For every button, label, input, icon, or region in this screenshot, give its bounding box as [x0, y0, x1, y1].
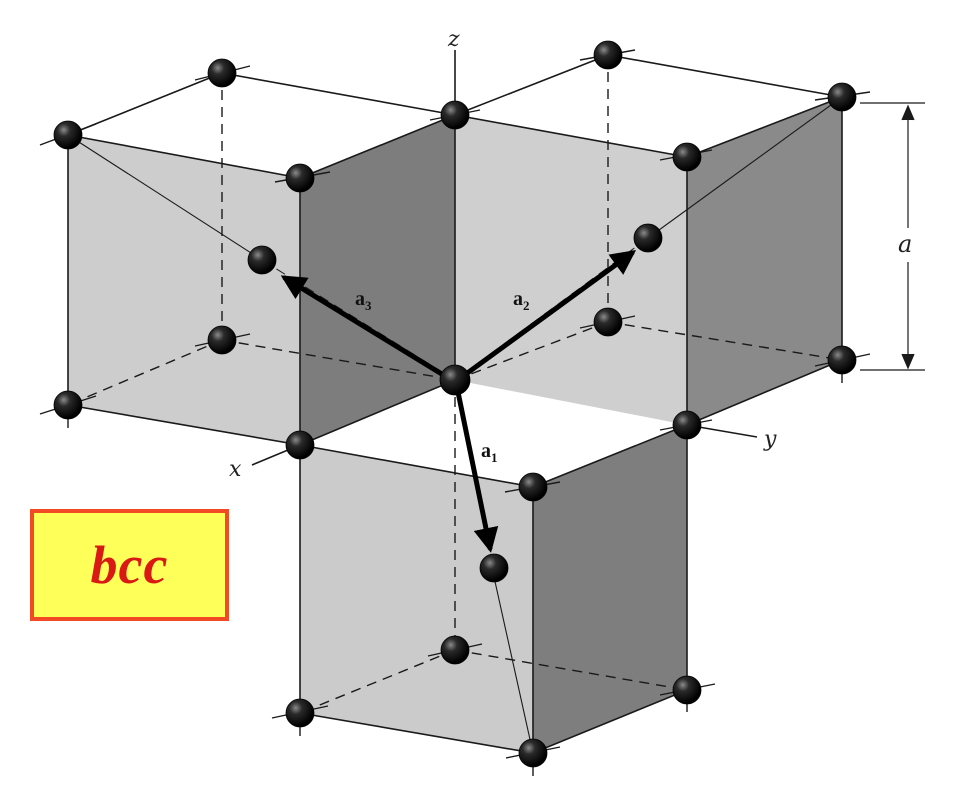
- lower-cube-side-face: [533, 425, 687, 753]
- left-cube-side-face: [300, 115, 455, 445]
- vector-a1-label: a1: [481, 440, 498, 465]
- corner-atom: [672, 142, 702, 172]
- corner-atom: [207, 325, 237, 355]
- z-axis-label: z: [447, 27, 460, 52]
- labels: z y x a a1 a2 a3: [229, 27, 912, 482]
- corner-atom: [207, 58, 237, 88]
- corner-atom: [827, 345, 857, 375]
- corner-atom: [285, 163, 315, 193]
- vector-a2-arrow: [463, 250, 637, 377]
- x-axis-label: x: [229, 457, 242, 482]
- corner-atom: [440, 635, 470, 665]
- lattice-constant-label: a: [898, 230, 912, 258]
- vector-a1-arrow: [455, 389, 499, 553]
- atoms: [53, 40, 857, 768]
- center-cube-front-face: [455, 115, 687, 425]
- vector-a3-arrow: [280, 275, 448, 379]
- lattice-constant-dimension: [860, 102, 925, 371]
- corner-atom: [672, 410, 702, 440]
- body-center-atom: [633, 223, 663, 253]
- corner-atom: [593, 307, 623, 337]
- vector-a3-label: a3: [355, 288, 372, 313]
- corner-atom: [518, 472, 548, 502]
- corner-atom: [827, 82, 857, 112]
- corner-atom: [672, 675, 702, 705]
- body-center-atom: [479, 553, 509, 583]
- corner-atom: [518, 738, 548, 768]
- cube-faces: [68, 97, 842, 753]
- bcc-badge-text: bcc: [90, 535, 169, 595]
- corner-atom: [285, 430, 315, 460]
- bcc-badge: bcc: [30, 509, 229, 621]
- lower-cube-front-face: [300, 445, 533, 753]
- corner-atom: [285, 698, 315, 728]
- y-axis-label: y: [763, 427, 777, 452]
- center-atom: [439, 364, 471, 396]
- corner-atom: [53, 120, 83, 150]
- body-center-atom: [247, 245, 277, 275]
- vector-a2-label: a2: [513, 288, 530, 313]
- right-cube-side-face: [687, 97, 842, 425]
- left-cube-front-face: [68, 135, 300, 445]
- corner-atom: [593, 40, 623, 70]
- corner-atom: [440, 100, 470, 130]
- primitive-vectors: [280, 250, 637, 553]
- corner-atom: [53, 390, 83, 420]
- cube-edges: [67, 54, 843, 754]
